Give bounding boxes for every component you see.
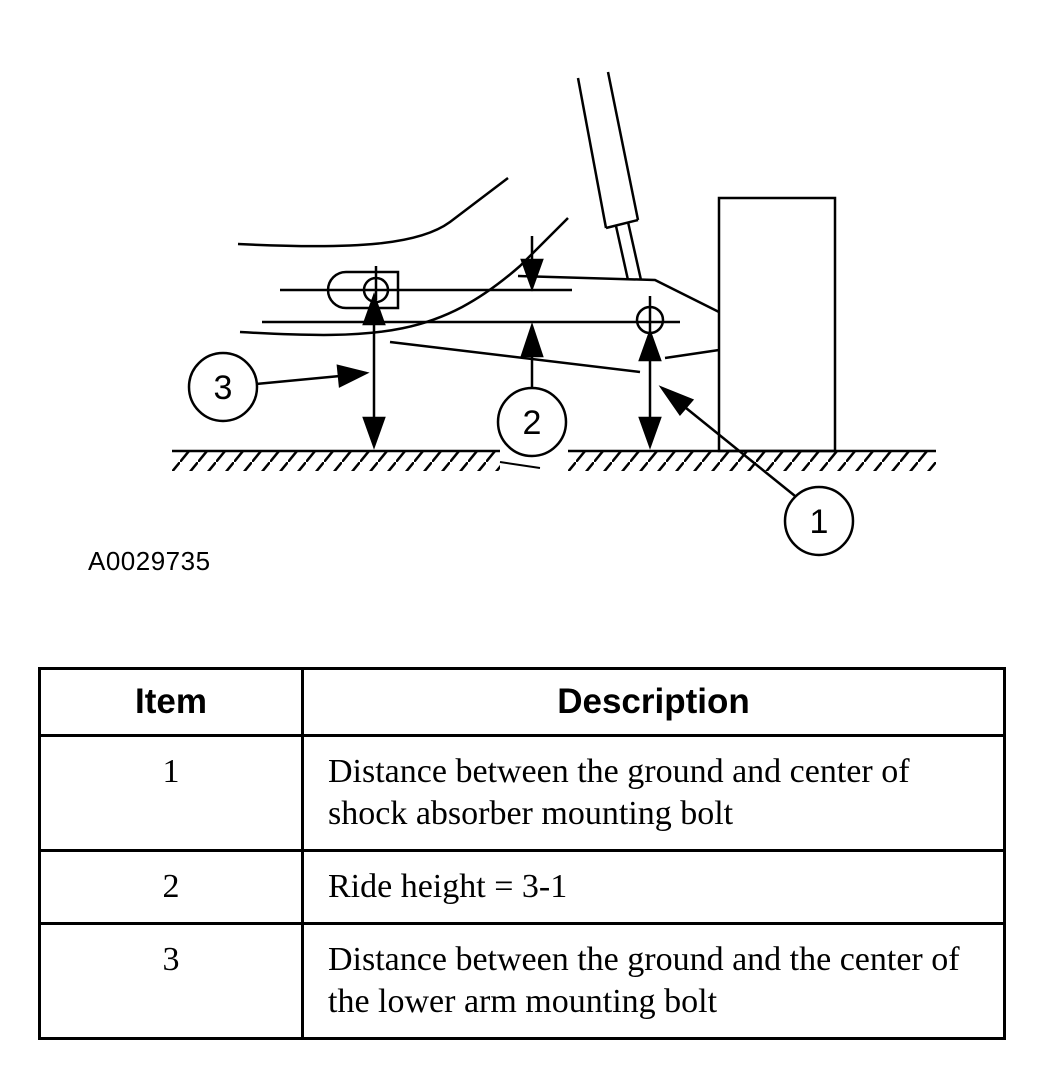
svg-text:2: 2	[523, 404, 542, 442]
callout-2: 2	[496, 386, 568, 458]
callout-1: 1	[783, 485, 855, 557]
wheel-block	[717, 196, 837, 453]
shock-absorber	[576, 71, 643, 281]
callout-3: 3	[187, 351, 259, 423]
description-cell: Ride height = 3-1	[301, 849, 1006, 925]
item-cell: 2	[38, 849, 304, 925]
table-row: 1 Distance between the ground and center…	[38, 734, 1006, 852]
table-row: 2 Ride height = 3-1	[38, 849, 1006, 925]
frame-lines	[237, 177, 720, 374]
item-header: Item	[38, 667, 304, 737]
description-cell: Distance between the ground and center o…	[301, 734, 1006, 852]
ride-height-diagram: 3 2 1	[172, 71, 936, 557]
item-cell: 1	[38, 734, 304, 852]
item-cell: 3	[38, 922, 304, 1040]
svg-text:1: 1	[810, 503, 829, 541]
description-cell: Distance between the ground and the cent…	[301, 922, 1006, 1040]
lower-arm-bolt	[326, 266, 400, 310]
ground	[172, 449, 936, 471]
description-header: Description	[301, 667, 1006, 737]
svg-text:3: 3	[214, 369, 233, 407]
legend-table: Item Description 1 Distance between the …	[38, 667, 1006, 1040]
dimension-arrows	[362, 236, 662, 450]
legend-header-row: Item Description	[38, 667, 1006, 737]
table-row: 3 Distance between the ground and the ce…	[38, 922, 1006, 1040]
figure-id: A0029735	[88, 546, 211, 576]
leader-lines	[255, 364, 801, 501]
